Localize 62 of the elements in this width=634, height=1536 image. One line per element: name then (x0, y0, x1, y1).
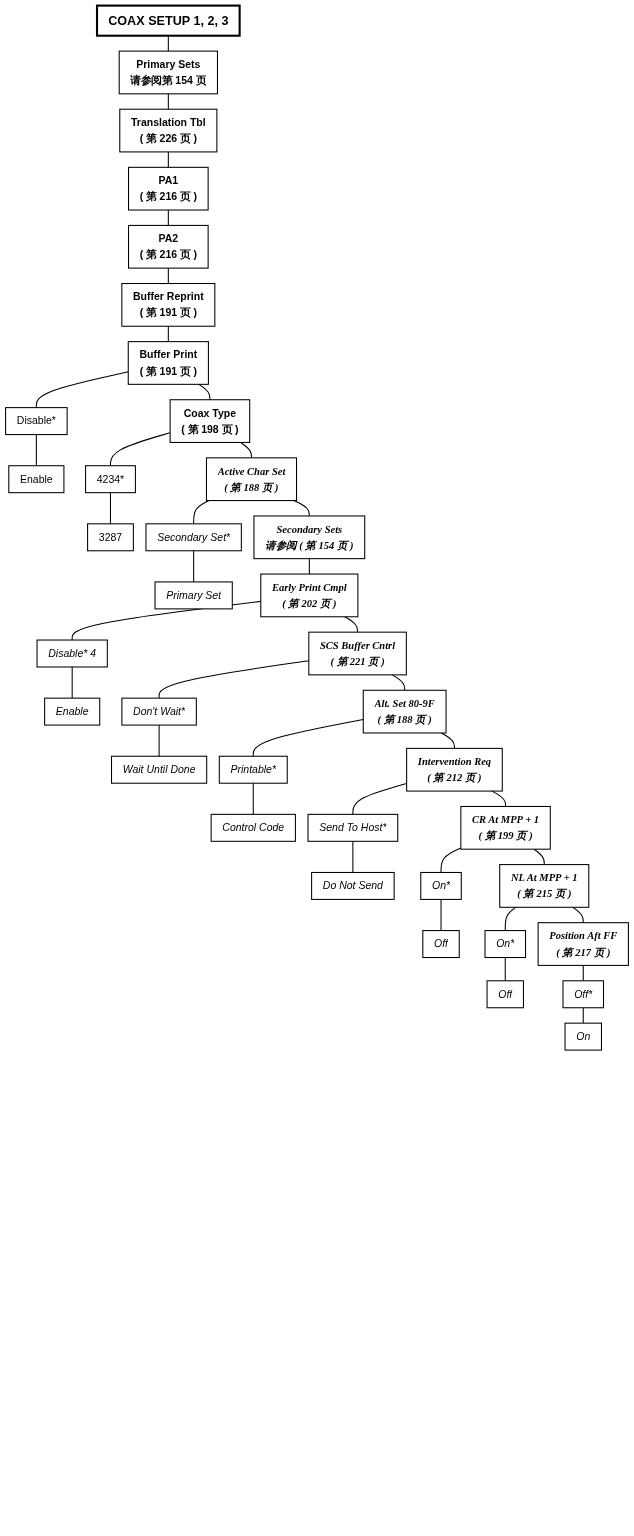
connector (167, 93, 169, 110)
node-box: Primary Set (154, 581, 233, 610)
connector (572, 906, 584, 924)
node-box: Off* (562, 980, 605, 1009)
node-box: PA2 ( 第 216 页 ) (128, 224, 209, 269)
node-box: On* (484, 930, 527, 959)
connector (35, 434, 37, 467)
connector (198, 383, 211, 401)
node-box: On (564, 1022, 602, 1051)
connector (491, 790, 507, 807)
node-box: On* (420, 871, 462, 900)
connector (193, 500, 210, 525)
node-box: Enable (8, 465, 65, 494)
node-box: Send To Host* (307, 813, 399, 842)
node-box: Position Aft FF ( 第 217 页 ) (537, 922, 629, 966)
node-box: Secondary Set* (145, 523, 242, 552)
node-box: Disable* 4 (36, 639, 108, 668)
node-box: Early Print Cmpl ( 第 202 页 ) (260, 573, 359, 618)
node-box: Printable* (218, 755, 288, 784)
node-box: Buffer Print ( 第 191 页 ) (127, 341, 209, 385)
connector (109, 492, 111, 525)
node-box: Off (486, 980, 524, 1009)
connector (239, 441, 252, 459)
connector (252, 719, 364, 757)
connector (504, 957, 506, 982)
node-box: COAX SETUP 1, 2, 3 (95, 4, 241, 37)
connector (158, 724, 160, 757)
node-box: Intervention Req ( 第 212 页 ) (406, 747, 503, 792)
node-box: PA1 ( 第 216 页 ) (128, 166, 209, 211)
node-box: Coax Type ( 第 198 页 ) (169, 399, 251, 443)
connector (252, 782, 254, 815)
connector (391, 674, 406, 691)
connector (440, 732, 455, 749)
connector (293, 500, 310, 517)
connector (504, 906, 517, 932)
connector (440, 898, 442, 932)
node-box: Active Char Set ( 第 188 页 ) (205, 457, 298, 502)
node-box: Alt. Set 80-9F ( 第 188 页 ) (362, 689, 447, 734)
node-box: Buffer Reprint ( 第 191 页 ) (121, 283, 216, 327)
node-box: Disable* (5, 407, 68, 436)
node-box: Primary Sets 请参阅第 154 页 (118, 50, 218, 95)
connector (71, 666, 73, 699)
connector (193, 550, 195, 583)
node-box: Off (422, 930, 460, 959)
node-box: Translation Tbl ( 第 226 页 ) (119, 108, 218, 153)
node-box: SCS Buffer Cntrl ( 第 221 页 ) (308, 631, 407, 676)
node-box: Control Code (210, 813, 296, 842)
connector (533, 848, 545, 866)
connector (35, 371, 129, 409)
connector (440, 847, 462, 873)
node-box: Wait Until Done (111, 755, 208, 784)
node-box: Enable (44, 697, 101, 726)
node-box: NL At MPP + 1 ( 第 215 页 ) (499, 864, 590, 908)
node-box: Do Not Send (311, 871, 395, 900)
connector (109, 432, 171, 467)
connector (344, 616, 359, 633)
node-box: 4234* (85, 465, 136, 494)
node-box: Secondary Sets 请参阅 ( 第 154 页 ) (253, 515, 366, 560)
node-box: CR At MPP + 1 ( 第 199 页 ) (460, 805, 551, 850)
node-box: Don't Wait* (121, 697, 197, 726)
node-box: 3287 (87, 523, 134, 552)
connector (352, 840, 354, 873)
